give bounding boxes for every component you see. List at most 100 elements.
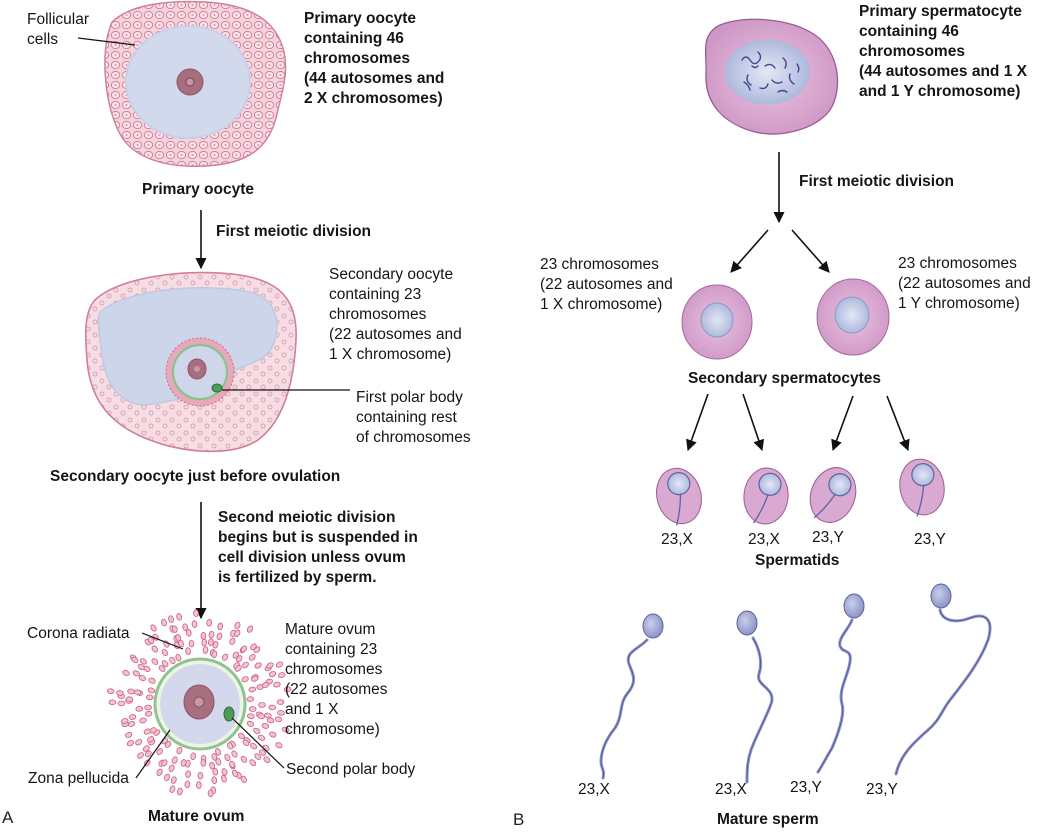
corona-cell bbox=[240, 645, 248, 653]
primary-oocyte-description: Primary oocyte containing 46 chromosomes… bbox=[304, 10, 445, 107]
corona-cell bbox=[138, 674, 146, 682]
sperm-head bbox=[843, 593, 865, 619]
corona-cell bbox=[142, 745, 150, 752]
corona-cell bbox=[122, 669, 130, 676]
mature-sperm-caption: Mature sperm bbox=[717, 811, 819, 828]
corona-cell bbox=[229, 760, 236, 769]
follicular-cells-leader bbox=[77, 37, 136, 46]
corona-cell bbox=[246, 720, 255, 727]
corona-cell bbox=[139, 658, 147, 665]
corona-cell bbox=[168, 615, 175, 623]
spermatid-label-2: 23,X bbox=[748, 531, 780, 548]
corona-cell bbox=[143, 728, 151, 735]
corona-cell bbox=[161, 618, 167, 627]
corona-cell bbox=[273, 681, 281, 688]
follicular-cells-label: Follicular cells bbox=[27, 11, 90, 48]
corona-cell bbox=[201, 638, 208, 647]
corona-cell bbox=[193, 609, 199, 617]
sperm-label-3: 23,Y bbox=[790, 779, 822, 796]
zona-pellucida-label: Zona pellucida bbox=[28, 770, 129, 787]
corona-cell bbox=[128, 714, 137, 720]
corona-cell bbox=[276, 699, 285, 705]
corona-cell bbox=[170, 776, 177, 784]
corona-cell bbox=[251, 675, 259, 682]
mature-sperm bbox=[894, 583, 992, 776]
corona-cell bbox=[147, 687, 156, 694]
corona-cell bbox=[281, 726, 290, 733]
corona-cell bbox=[151, 645, 159, 653]
corona-cell bbox=[124, 731, 133, 738]
corona-cell bbox=[231, 750, 238, 758]
corona-cell bbox=[156, 768, 163, 776]
corona-cell bbox=[197, 771, 204, 780]
corona-cell bbox=[242, 661, 249, 669]
primary-spermatocyte-description: Primary spermatocyte containing 46 chrom… bbox=[859, 3, 1027, 100]
first-meiotic-division-label-b: First meiotic division bbox=[799, 173, 955, 190]
corona-cell bbox=[246, 696, 255, 702]
corona-cell bbox=[248, 706, 257, 712]
sperm-label-4: 23,Y bbox=[866, 781, 898, 798]
mature-ovum-description: Mature ovum containing 23 chromosomes (2… bbox=[285, 621, 388, 738]
corona-cell bbox=[277, 672, 286, 679]
spermatid-cell bbox=[809, 467, 857, 523]
corona-cell bbox=[185, 770, 191, 778]
corona-cell bbox=[116, 690, 124, 696]
corona-cell bbox=[208, 630, 215, 639]
corona-cell bbox=[190, 752, 197, 761]
corona-radiata-label: Corona radiata bbox=[27, 625, 130, 642]
corona-cell bbox=[263, 756, 271, 763]
corona-cell bbox=[126, 740, 134, 747]
corona-cell bbox=[283, 686, 292, 693]
corona-cell bbox=[139, 717, 147, 724]
corona-cell bbox=[176, 613, 182, 621]
corona-cell bbox=[188, 639, 195, 648]
corona-cell bbox=[257, 734, 266, 741]
corona-cell bbox=[258, 702, 266, 708]
corona-cell bbox=[229, 637, 236, 645]
mature-sperm bbox=[816, 593, 865, 774]
first-polar-body-label: First polar body containing rest of chro… bbox=[356, 389, 471, 446]
corona-cell bbox=[222, 653, 229, 661]
corona-cell bbox=[226, 742, 234, 750]
corona-cell bbox=[168, 764, 175, 772]
corona-cell bbox=[275, 661, 284, 668]
corona-cell bbox=[180, 759, 187, 767]
corona-cell bbox=[121, 718, 129, 724]
corona-cell bbox=[169, 656, 176, 664]
corona-cell bbox=[215, 758, 222, 766]
corona-cell bbox=[164, 773, 171, 782]
mature-sperm bbox=[736, 610, 774, 784]
corona-cell bbox=[217, 622, 224, 631]
corona-cell bbox=[216, 632, 223, 641]
arrow-to-spermatid-1 bbox=[686, 393, 709, 452]
corona-cell bbox=[125, 696, 134, 703]
sperm-head bbox=[642, 613, 664, 639]
corona-cell bbox=[277, 709, 285, 716]
corona-cell bbox=[200, 632, 207, 640]
second-polar-body-label: Second polar body bbox=[286, 761, 416, 778]
corona-cell bbox=[234, 629, 241, 637]
corona-cell bbox=[250, 643, 257, 651]
corona-cell bbox=[224, 753, 231, 762]
corona-cell bbox=[211, 753, 218, 761]
secondary-right-description: 23 chromosomes (22 autosomes and 1 Y chr… bbox=[898, 255, 1031, 312]
corona-cell bbox=[237, 732, 245, 740]
corona-cell bbox=[106, 688, 115, 695]
corona-cell bbox=[264, 712, 272, 719]
corona-cell bbox=[191, 620, 198, 628]
corona-cell bbox=[133, 689, 142, 696]
spermatid-cell bbox=[899, 458, 945, 517]
corona-cell bbox=[268, 704, 276, 711]
corona-cell bbox=[144, 704, 152, 711]
corona-cell bbox=[171, 625, 178, 633]
corona-cell bbox=[161, 649, 168, 657]
spermatids-caption: Spermatids bbox=[755, 552, 840, 569]
corona-cell bbox=[215, 748, 221, 756]
arrow-to-spermatid-4 bbox=[886, 395, 910, 452]
corona-cell bbox=[242, 739, 250, 746]
sperm-tail bbox=[894, 608, 992, 776]
first-meiotic-division-label-a: First meiotic division bbox=[216, 223, 372, 240]
corona-cell bbox=[151, 658, 159, 665]
secondary-oocyte-illustration bbox=[84, 271, 297, 453]
